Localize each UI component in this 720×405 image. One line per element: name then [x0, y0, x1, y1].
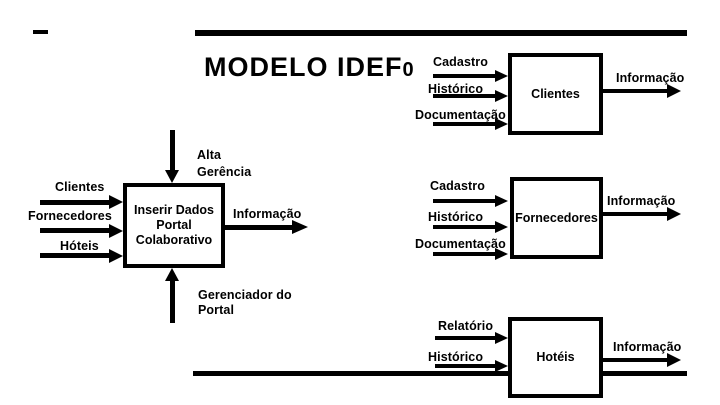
arrow-shaft	[40, 228, 110, 233]
arrow-shaft	[435, 336, 495, 340]
mechanism-label-line1: Gerenciador do	[198, 288, 292, 302]
activity-box-line3: Colaborativo	[135, 233, 213, 247]
entity-input-label: Cadastro	[430, 179, 485, 193]
entity-input-label: Histórico	[428, 210, 484, 224]
center-activity-box: Inserir Dados Portal Colaborativo	[123, 183, 225, 268]
entity-box-label: Fornecedores	[515, 210, 598, 225]
arrow-head-icon	[667, 207, 681, 221]
arrow-shaft	[170, 130, 175, 173]
entity-box-label: Hotéis	[536, 350, 575, 364]
entity-input-label: Documentação	[415, 108, 506, 122]
entity-output-label: Informação	[607, 194, 676, 208]
arrow-head-icon	[109, 249, 123, 263]
arrow-head-icon	[165, 170, 179, 183]
arrow-head-icon	[109, 224, 123, 238]
arrow-shaft	[170, 279, 175, 323]
arrow-head-icon	[109, 195, 123, 209]
page-title-zero: 0	[402, 59, 414, 81]
arrow-head-icon	[165, 268, 179, 281]
top-rule	[195, 30, 687, 36]
input-label-hoteis: Hóteis	[60, 239, 99, 253]
arrow-shaft	[225, 225, 293, 230]
arrow-head-icon	[495, 118, 508, 130]
bottom-rule	[193, 371, 687, 376]
input-label-fornecedores: Fornecedores	[28, 209, 112, 223]
arrow-shaft	[435, 364, 495, 368]
entity-output-label: Informação	[616, 71, 685, 85]
control-label-line1: Alta	[197, 148, 222, 162]
arrow-head-icon	[667, 84, 681, 98]
entity-input-label: Histórico	[428, 350, 484, 364]
entity-input-label: Documentação	[415, 237, 506, 251]
arrow-shaft	[433, 225, 495, 229]
arrow-head-icon	[292, 220, 308, 234]
arrow-head-icon	[495, 70, 508, 82]
arrow-head-icon	[495, 332, 508, 344]
arrow-shaft	[433, 199, 495, 203]
entity-input-label: Histórico	[428, 82, 484, 96]
entity-box-clientes: Clientes	[508, 53, 603, 135]
arrow-shaft	[433, 122, 495, 126]
activity-box-line2: Portal	[156, 218, 192, 232]
page-title: MODELO IDEF0	[204, 52, 414, 83]
arrow-head-icon	[495, 90, 508, 102]
output-label: Informação	[233, 207, 302, 221]
page-title-text: MODELO IDEF	[204, 52, 403, 82]
arrow-shaft	[603, 358, 668, 362]
arrow-shaft	[433, 94, 495, 98]
arrow-shaft	[40, 253, 110, 258]
arrow-head-icon	[495, 195, 508, 207]
entity-box-hoteis: Hotéis	[508, 317, 603, 398]
arrow-shaft	[433, 74, 495, 78]
entity-output-label: Informação	[613, 340, 682, 354]
entity-input-label: Relatório	[438, 319, 494, 333]
arrow-head-icon	[667, 353, 681, 367]
entity-box-label: Clientes	[531, 86, 580, 101]
activity-box-line1: Inserir Dados	[134, 203, 214, 217]
control-label-line2: Gerência	[197, 165, 252, 179]
arrow-head-icon	[495, 248, 508, 260]
arrow-shaft	[433, 252, 495, 256]
entity-box-fornecedores: Fornecedores	[510, 177, 603, 259]
input-label-clientes: Clientes	[55, 180, 105, 194]
arrow-shaft	[40, 200, 110, 205]
entity-input-label: Cadastro	[433, 55, 488, 69]
slide-dash	[33, 30, 48, 34]
arrow-shaft	[603, 212, 668, 216]
arrow-head-icon	[495, 221, 508, 233]
mechanism-label-line2: Portal	[198, 303, 235, 317]
arrow-head-icon	[495, 360, 508, 372]
arrow-shaft	[603, 89, 668, 93]
